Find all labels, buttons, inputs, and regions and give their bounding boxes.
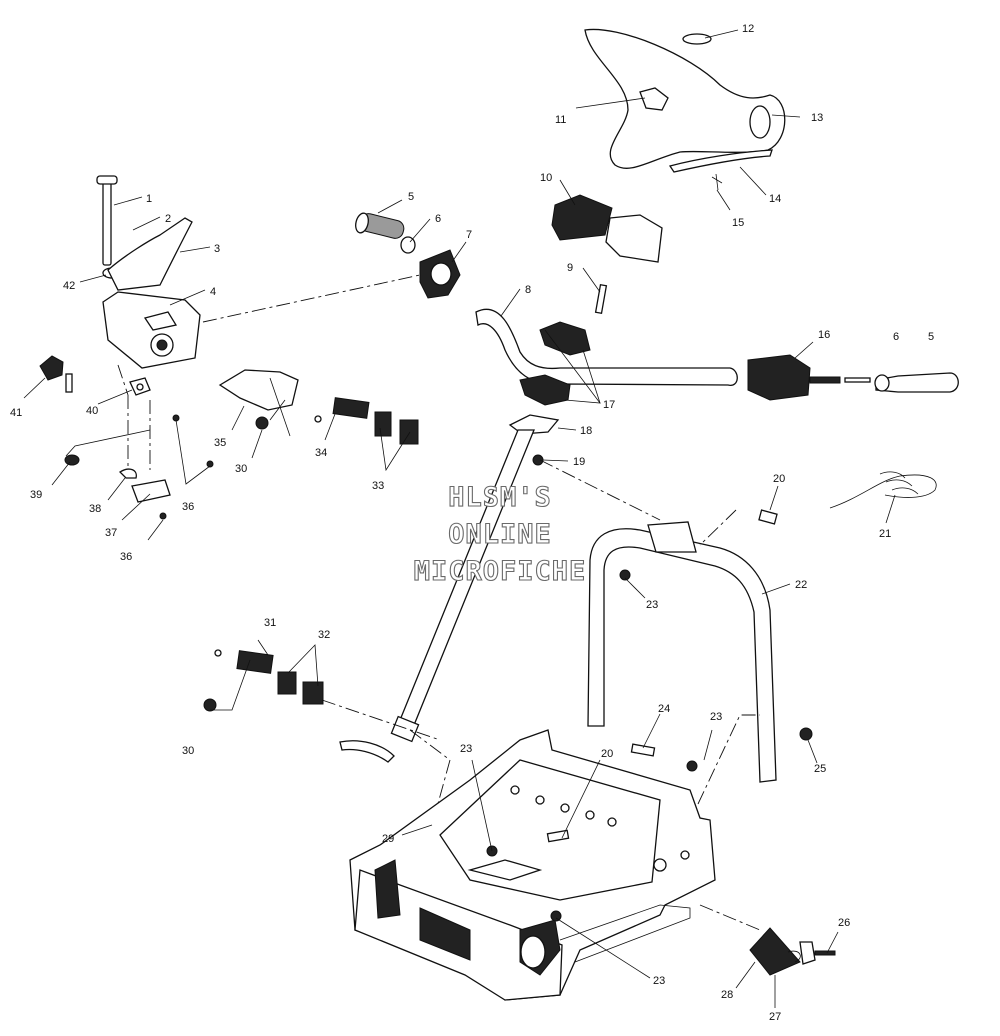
callout-30a: 30 [235, 463, 247, 475]
callout-11: 11 [555, 114, 566, 126]
callout-12: 12 [742, 23, 754, 35]
grips-and-throttle [355, 194, 959, 393]
callout-32: 32 [318, 629, 330, 641]
callout-27: 27 [769, 1011, 781, 1023]
callout-39: 39 [30, 489, 42, 501]
callout-2: 2 [165, 213, 171, 225]
callout-36b: 36 [120, 551, 132, 563]
callout-6a: 6 [435, 213, 441, 225]
handlebar [475, 308, 871, 406]
callout-18: 18 [580, 425, 592, 437]
callout-20b: 20 [601, 748, 613, 760]
callout-5a: 5 [408, 191, 414, 203]
callout-10: 10 [540, 172, 552, 184]
callout-35: 35 [214, 437, 226, 449]
callout-20a: 20 [773, 473, 785, 485]
callout-23b: 23 [710, 711, 722, 723]
callout-23d: 23 [653, 975, 665, 987]
callout-24: 24 [658, 703, 670, 715]
callout-28: 28 [721, 989, 733, 1001]
steering-blocks [203, 397, 441, 741]
callout-3: 3 [214, 243, 220, 255]
callout-9: 9 [567, 262, 573, 274]
callout-33: 33 [372, 480, 384, 492]
assembly-lines [117, 274, 421, 396]
callout-31: 31 [264, 617, 276, 629]
callout-30b: 30 [182, 745, 194, 757]
watermark: HLSM'S ONLINE MICROFICHE [413, 481, 587, 587]
switch-assembly [749, 927, 836, 976]
callout-15: 15 [732, 217, 744, 229]
callout-23a: 23 [646, 599, 658, 611]
callout-19: 19 [573, 456, 585, 468]
callout-14: 14 [769, 193, 781, 205]
callout-40: 40 [86, 405, 98, 417]
callout-25: 25 [814, 763, 826, 775]
callout-4: 4 [210, 286, 216, 298]
callout-29: 29 [382, 833, 394, 845]
callout-37: 37 [105, 527, 117, 539]
callout-7: 7 [466, 229, 472, 241]
callout-13: 13 [811, 112, 823, 124]
callout-16: 16 [818, 329, 830, 341]
chassis [349, 714, 761, 1001]
callout-labels: 1 2 3 4 5 5 6 6 7 8 9 10 11 12 13 14 15 … [10, 23, 934, 1023]
steering-hoop [587, 471, 937, 783]
leader-lines [23, 29, 896, 1008]
callout-17: 17 [603, 399, 615, 411]
callout-23c: 23 [460, 743, 472, 755]
callout-5b: 5 [928, 331, 934, 343]
callout-6b: 6 [893, 331, 899, 343]
callout-26: 26 [838, 917, 850, 929]
watermark-line-2: ONLINE [448, 519, 552, 550]
callout-8: 8 [525, 284, 531, 296]
callout-1: 1 [146, 193, 152, 205]
brake-assembly [39, 175, 299, 520]
callout-36a: 36 [182, 501, 194, 513]
callout-22: 22 [795, 579, 807, 591]
callout-38: 38 [89, 503, 101, 515]
callout-41: 41 [10, 407, 22, 419]
watermark-line-1: HLSM'S [448, 482, 552, 513]
steering-post [339, 414, 661, 828]
callout-42: 42 [63, 280, 75, 292]
handlebar-pad [584, 28, 786, 191]
callout-21: 21 [879, 528, 891, 540]
watermark-line-3: MICROFICHE [414, 556, 587, 587]
callout-34: 34 [315, 447, 327, 459]
